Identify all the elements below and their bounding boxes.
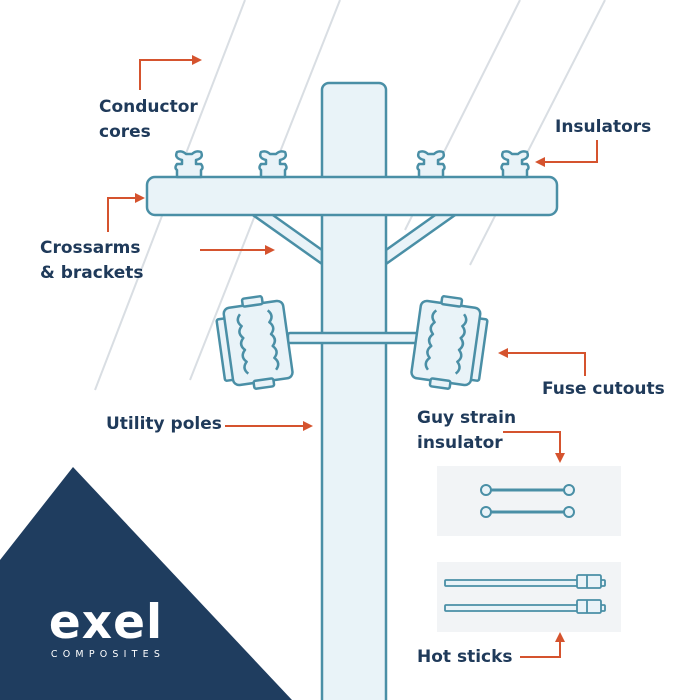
hot-stick-head: [576, 574, 602, 589]
right-fuse-cutout: [410, 295, 489, 390]
hot-sticks-label: Hot sticks: [417, 647, 513, 667]
insulators: [174, 150, 530, 179]
insulator-eye: [563, 506, 575, 518]
utility-poles-label: Utility poles: [106, 414, 222, 434]
left-fuse-cutout: [215, 295, 294, 390]
crossarms-label: Crossarms & brackets: [40, 238, 144, 283]
hot-sticks: [444, 574, 606, 614]
fuse-arrow: [498, 348, 586, 376]
insulator-eye: [563, 484, 575, 496]
insulator-eye: [480, 484, 492, 496]
right-bracket: [384, 211, 460, 266]
crossarms-arrow: [107, 193, 145, 232]
hot-stick-shaft: [444, 579, 606, 587]
guy-strain-panel: [437, 466, 621, 536]
crossarm: [145, 175, 559, 217]
hot-sticks-panel: [437, 562, 621, 632]
guy-strain-arrow: [503, 431, 565, 463]
conductor-arrow: [139, 55, 202, 90]
hot-sticks-arrow: [520, 632, 565, 658]
brand-logo: exel COMPOSITES: [36, 595, 176, 660]
insulator: [416, 150, 446, 179]
cutout-crossbar: [286, 331, 422, 345]
insulator: [500, 150, 530, 179]
callout-arrows: [107, 55, 598, 658]
utility-pole: [320, 81, 388, 700]
hot-stick-shaft: [444, 604, 606, 612]
power-line: [469, 0, 606, 266]
insulator: [174, 150, 204, 179]
brand-triangle: [0, 467, 292, 700]
brand-name: exel: [48, 595, 164, 650]
hot-stick-head: [576, 599, 602, 614]
left-bracket: [248, 211, 324, 266]
conductor-cores-label: Conductor cores: [99, 97, 198, 142]
fuse-cutouts-label: Fuse cutouts: [542, 379, 665, 399]
insulator-eye: [480, 506, 492, 518]
insulators-label: Insulators: [555, 117, 652, 137]
insulators-arrow: [535, 140, 598, 167]
guy-strain-insulators: [480, 484, 575, 518]
guy-strain-label: Guy strain insulator: [417, 408, 517, 453]
brand-subtitle: COMPOSITES: [50, 649, 166, 660]
insulator: [258, 150, 288, 179]
